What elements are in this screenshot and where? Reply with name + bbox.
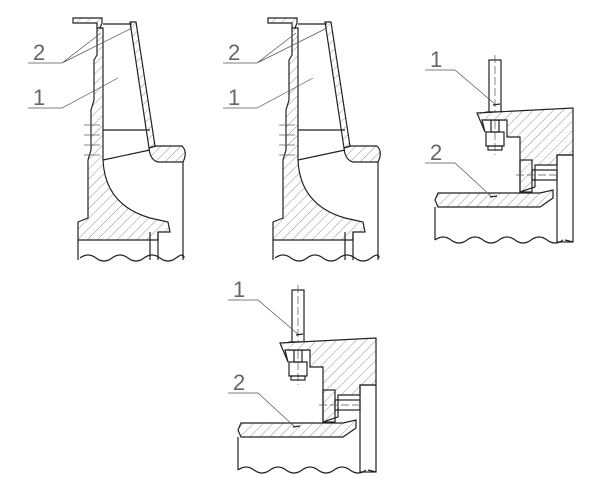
label-2: 2: [233, 370, 245, 395]
label-1: 1: [228, 85, 240, 110]
label-2: 2: [33, 40, 45, 65]
figure-impeller-a: 2 1: [27, 17, 186, 262]
label-2: 2: [430, 140, 442, 165]
figure-bracket-b: 1 2: [227, 277, 377, 474]
bracket-drawing: [424, 54, 574, 244]
impeller-drawing: [222, 17, 381, 262]
impeller-drawing: [27, 17, 186, 262]
bracket-drawing: [227, 284, 377, 474]
label-1: 1: [430, 47, 442, 72]
figure-impeller-b: 2 1: [222, 17, 381, 262]
label-1: 1: [233, 277, 245, 302]
figure-bracket-a: 1 2: [424, 47, 574, 244]
label-1: 1: [33, 85, 45, 110]
label-2: 2: [228, 40, 240, 65]
